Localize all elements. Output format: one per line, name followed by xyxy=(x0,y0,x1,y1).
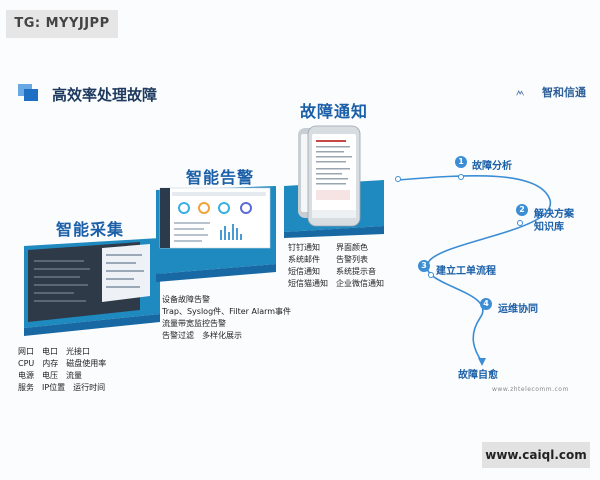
flow-dot-1 xyxy=(458,174,464,180)
alert-platform xyxy=(156,186,276,282)
step-2-sublabel: 知识库 xyxy=(534,222,564,233)
collect-line-3: 电源 电压 流量 xyxy=(18,371,82,380)
notify-line-1: 钉钉通知 界面颜色 xyxy=(288,243,368,252)
header-icon xyxy=(18,84,38,101)
watermark-bottom-right: www.caiql.com xyxy=(482,442,590,468)
alert-line-3: 流量带宽监控告警 xyxy=(162,319,226,328)
step-3-badge: 3 xyxy=(418,260,430,272)
brand-logo-icon xyxy=(516,90,524,96)
flow-start-dot xyxy=(395,176,401,182)
page-title: 高效率处理故障 xyxy=(52,86,158,104)
notify-title: 故障通知 xyxy=(300,102,369,121)
notify-line-3: 短信通知 系统提示音 xyxy=(288,267,376,276)
flow-curve xyxy=(397,174,551,366)
site-url: www.zhtelecomm.com xyxy=(492,386,569,393)
alert-title: 智能告警 xyxy=(186,168,255,187)
notify-platform xyxy=(284,125,384,238)
step-2-badge: 2 xyxy=(516,204,528,216)
flow-dot-3 xyxy=(428,272,434,278)
brand-logo-text: 智和信通 xyxy=(542,86,586,99)
notify-line-2: 系统邮件 告警列表 xyxy=(288,255,368,264)
alert-line-2: Trap、Syslog件、Filter Alarm事件 xyxy=(162,307,292,316)
notify-line-4: 短信猫通知 企业微信通知 xyxy=(288,279,384,288)
alert-line-1: 设备故障告警 xyxy=(162,295,210,304)
step-1-label: 故障分析 xyxy=(472,161,512,172)
flow-dot-2 xyxy=(517,220,523,226)
flow-end-label: 故障自愈 xyxy=(458,370,498,381)
collect-title: 智能采集 xyxy=(56,220,125,239)
collect-line-2: CPU 内存 磁盘使用率 xyxy=(18,359,107,368)
step-4-label: 运维协同 xyxy=(498,304,538,315)
step-2-label: 解决方案 xyxy=(534,209,574,220)
collect-line-4: 服务 IP位置 运行时间 xyxy=(18,383,106,392)
collect-platform xyxy=(24,238,160,336)
step-3-label: 建立工单流程 xyxy=(436,266,496,277)
collect-line-1: 网口 电口 光接口 xyxy=(18,347,90,356)
alert-line-4: 告警过滤 多样化展示 xyxy=(162,331,242,340)
step-4-badge: 4 xyxy=(480,298,492,310)
watermark-top-left: TG: MYYJJPP xyxy=(6,10,118,38)
step-1-badge: 1 xyxy=(455,156,467,168)
